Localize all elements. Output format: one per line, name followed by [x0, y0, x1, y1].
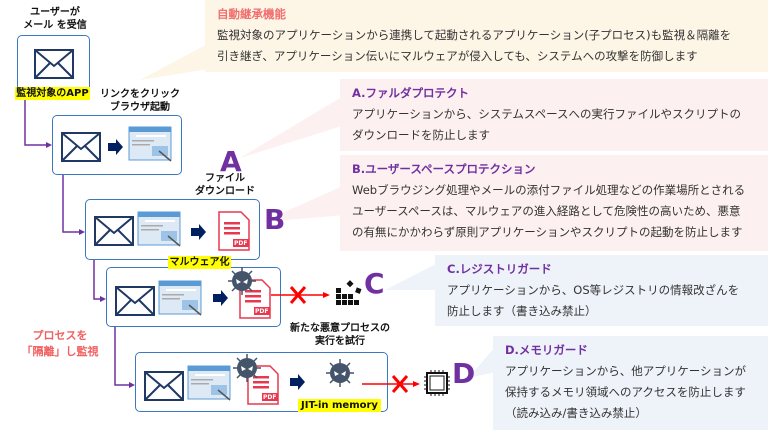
panel-d-line: （読み込み/書き込み禁止） [505, 406, 647, 420]
malware-label: マルウェア化 [168, 256, 231, 269]
arrow-icon [108, 139, 123, 155]
isolate-line: プロセスを [32, 329, 88, 342]
step3-line: ダウンロード [195, 186, 255, 197]
panel-a-line: ダウンロードを防止します [352, 128, 490, 142]
mail-icon [115, 286, 155, 316]
mail-icon [144, 371, 184, 401]
panel-d: D.メモリガード アプリケーションから、他アプリケーションが 保持するメモリ領域… [493, 336, 768, 430]
step1-label: ユーザーがメール を受信 [15, 6, 95, 32]
step1-line: ユーザーが [30, 7, 80, 18]
step2-line: リンクをクリック [100, 89, 180, 100]
browser-icon [158, 280, 202, 316]
step2-label: リンクをクリックブラウザ起動 [95, 88, 185, 114]
app-label: 監視対象のAPP [15, 87, 90, 100]
mail-icon [34, 49, 74, 79]
pdf-label: PDF [255, 308, 269, 315]
step3-line: ファイル [205, 173, 245, 184]
isolate-line: 「隔離」し監視 [21, 345, 99, 358]
auto-inherit-line: 引き継ぎ、アプリケーション伝いにマルウェアが侵入しても、システムへの攻撃を防御し… [217, 49, 698, 63]
isolate-label: プロセスを「隔離」し監視 [10, 328, 110, 360]
panel-a-title: A.ファルダプロテクト [352, 86, 469, 100]
step1-line: メール を受信 [23, 20, 87, 31]
mail-icon [94, 216, 134, 246]
browser-icon [137, 211, 181, 247]
pdf-label: PDF [234, 240, 248, 247]
arrow-icon [213, 290, 228, 306]
panel-d-line: 保持するメモリ領域へのアクセスを防止します [505, 385, 746, 399]
step5-label: 新たな悪意プロセスの実行を試行 [280, 322, 400, 348]
jit-label: JIT-in memory [298, 399, 381, 412]
panel-b-line: Webブラウジング処理やメールの添付ファイル処理などの作業場所とされる [352, 183, 746, 197]
letter-d: D [452, 357, 476, 390]
panel-c-line: アプリケーションから、OS等レジストリの情報改ざんを [447, 283, 740, 297]
panel-b-title: B.ユーザースペースプロテクション [352, 162, 536, 176]
panel-b-line: の有無にかかわらず原則アプリケーションやスクリプトの起動を防止します [352, 225, 743, 239]
letter-c: C [364, 267, 385, 300]
memory-chip-icon [424, 370, 450, 396]
browser-icon [187, 365, 231, 401]
virus-icon [227, 266, 257, 296]
step3-label: ファイルダウンロード [190, 172, 260, 198]
step5-line: 実行を試行 [315, 336, 365, 347]
letter-b: B [264, 203, 286, 236]
auto-inherit-line: 監視対象のアプリケーションから連携して起動されるアプリケーション(子プロセス)も… [217, 28, 732, 42]
pdf-label: PDF [263, 394, 277, 401]
virus-icon [325, 358, 355, 388]
panel-c-title: C.レジストリガード [447, 262, 552, 276]
step5-line: 新たな悪意プロセスの [290, 323, 390, 334]
step2-line: ブラウザ起動 [110, 102, 170, 113]
panel-b: B.ユーザースペースプロテクション Webブラウジング処理やメールの添付ファイル… [340, 155, 768, 251]
arrow-icon [191, 224, 206, 240]
panel-a: A.ファルダプロテクト アプリケーションから、システムスペースへの実行ファイルや… [340, 79, 768, 151]
letter-a: A [220, 145, 242, 178]
mail-icon [61, 132, 101, 162]
panel-c-line: 防止します（書き込み禁止） [447, 304, 597, 318]
arrow-icon [290, 374, 305, 390]
panel-d-title: D.メモリガード [505, 343, 588, 357]
panel-d-line: アプリケーションから、他アプリケーションが [505, 364, 747, 378]
panel-a-line: アプリケーションから、システムスペースへの実行ファイルやスクリプトの [352, 107, 742, 121]
blocked-x-icon [289, 286, 307, 304]
auto-inherit-title: 自動継承機能 [217, 7, 286, 21]
panel-c: C.レジストリガード アプリケーションから、OS等レジストリの情報改ざんを 防止… [435, 255, 768, 326]
blocked-x-icon [391, 375, 409, 393]
browser-icon [128, 126, 172, 162]
panel-b-line: ユーザースペースは、マルウェアの進入経路として危険性の高いため、悪意 [352, 204, 741, 218]
registry-icon [336, 280, 362, 305]
auto-inherit-panel: 自動継承機能 監視対象のアプリケーションから連携して起動されるアプリケーション(… [205, 0, 768, 72]
virus-icon [232, 353, 262, 383]
